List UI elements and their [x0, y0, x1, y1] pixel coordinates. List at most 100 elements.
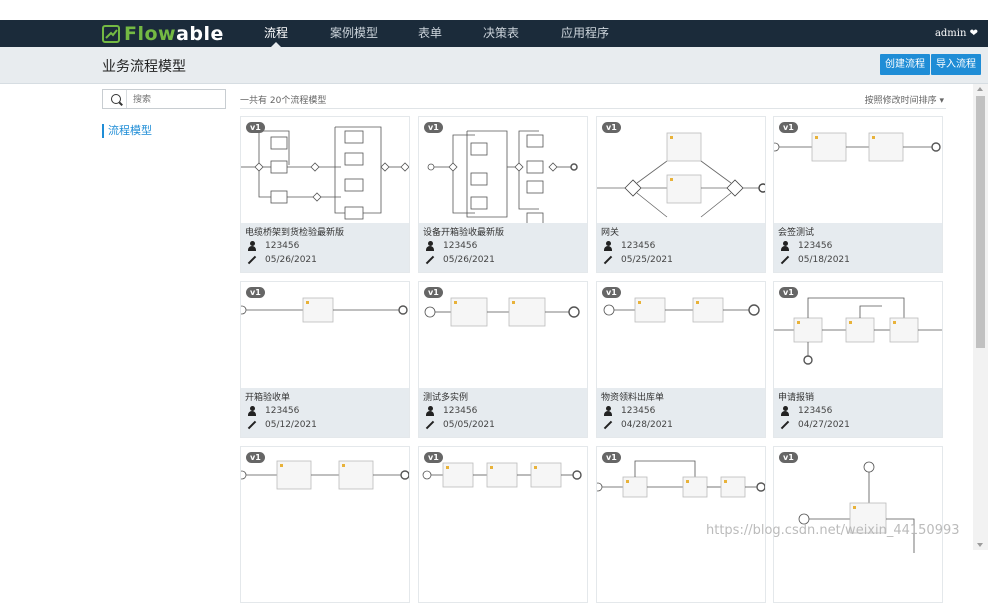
model-card[interactable]: v1 物资领料出库单 123456 04/28/2021 — [596, 281, 766, 438]
model-name: 申请报销 — [778, 393, 815, 403]
user-icon — [603, 241, 613, 251]
user-icon — [603, 406, 613, 416]
pencil-icon — [247, 255, 257, 265]
create-process-button[interactable]: 创建流程 — [880, 54, 930, 75]
chevron-down-icon: ❤ — [969, 28, 978, 39]
model-author: 123456 — [621, 406, 656, 416]
version-badge: v1 — [779, 452, 798, 463]
nav-tab-processes[interactable]: 流程 — [264, 20, 288, 47]
process-diagram-thumbnail — [798, 461, 915, 553]
watermark: https://blog.csdn.net/weixin_44150993 — [706, 523, 960, 538]
page-header: 业务流程模型 创建流程 导入流程 — [0, 47, 988, 84]
nav-tab-forms[interactable]: 表单 — [418, 20, 442, 47]
model-name: 会签测试 — [778, 228, 815, 238]
pencil-icon — [603, 420, 613, 430]
process-diagram-thumbnail — [774, 297, 942, 365]
model-modified-date: 05/12/2021 — [265, 420, 317, 430]
pencil-icon — [780, 420, 790, 430]
top-navbar: Flowable 流程 案例模型 表单 决策表 应用程序 admin ❤ — [0, 20, 988, 47]
user-icon — [425, 241, 435, 251]
import-process-button[interactable]: 导入流程 — [931, 54, 981, 75]
model-modified-date: 05/26/2021 — [443, 255, 495, 265]
version-badge: v1 — [779, 122, 798, 133]
model-name: 物资领料出库单 — [601, 393, 665, 403]
list-divider — [240, 108, 946, 109]
search-box — [102, 89, 226, 109]
search-icon[interactable] — [111, 94, 121, 104]
model-card[interactable]: v1 网关 123456 05/25/2021 — [596, 116, 766, 273]
logo-text: Flowable — [124, 22, 224, 45]
scrollbar-thumb[interactable] — [976, 96, 985, 348]
version-badge: v1 — [779, 287, 798, 298]
nav-tab-label: 表单 — [418, 26, 443, 40]
model-card[interactable]: v1 会签测试 123456 05/18/2021 — [773, 116, 943, 273]
model-count: 一共有 20个流程模型 — [240, 96, 327, 106]
card-info: 设备开箱验收最新版 123456 05/26/2021 — [419, 223, 587, 272]
top-strip — [0, 0, 988, 20]
scroll-up-arrow-icon[interactable] — [977, 87, 983, 91]
user-icon — [780, 406, 790, 416]
model-card[interactable]: v1 设备开箱验收最新版 123456 05/26/2021 — [418, 116, 588, 273]
nav-tab-decision-tables[interactable]: 决策表 — [483, 20, 519, 47]
pencil-icon — [247, 420, 257, 430]
model-author: 123456 — [265, 406, 300, 416]
card-info: 开箱验收单 123456 05/12/2021 — [241, 388, 409, 437]
model-card[interactable]: v1 申请报销 123456 04/27/2021 — [773, 281, 943, 438]
user-icon — [780, 241, 790, 251]
flowable-logo-icon — [102, 24, 120, 43]
model-card[interactable]: v1 — [240, 446, 410, 603]
search-separator — [126, 90, 127, 108]
model-author: 123456 — [798, 241, 833, 251]
process-diagram-thumbnail — [597, 132, 765, 218]
search-input[interactable] — [131, 92, 225, 108]
process-diagram-thumbnail — [603, 297, 760, 323]
nav-tab-apps[interactable]: 应用程序 — [561, 20, 609, 47]
model-name: 电缆桥架到货检验最新版 — [245, 228, 345, 238]
version-badge: v1 — [424, 287, 443, 298]
user-icon — [247, 241, 257, 251]
card-info: 物资领料出库单 123456 04/28/2021 — [597, 388, 765, 437]
version-badge: v1 — [246, 287, 265, 298]
model-card[interactable]: v1 开箱验收单 123456 05/12/2021 — [240, 281, 410, 438]
active-tab-indicator — [271, 42, 281, 47]
card-info: 申请报销 123456 04/27/2021 — [774, 388, 942, 437]
model-card[interactable]: v1 — [418, 446, 588, 603]
sort-dropdown[interactable]: 按照修改时间排序 ▾ — [865, 93, 944, 106]
process-diagram-thumbnail — [427, 130, 578, 223]
process-diagram-thumbnail — [422, 462, 582, 488]
model-card[interactable]: v1 电缆桥架到货检验最新版 123456 05/26/2021 — [240, 116, 410, 273]
model-card[interactable]: v1 测试多实例 123456 05/05/2021 — [418, 281, 588, 438]
pencil-icon — [425, 255, 435, 265]
process-diagram-thumbnail — [241, 460, 409, 490]
model-modified-date: 04/28/2021 — [621, 420, 673, 430]
user-name: admin — [934, 28, 967, 39]
flowable-logo[interactable]: Flowable — [102, 22, 224, 45]
process-diagram-thumbnail — [597, 460, 765, 498]
version-badge: v1 — [246, 452, 265, 463]
model-name: 设备开箱验收最新版 — [423, 228, 505, 238]
nav-tab-label: 决策表 — [483, 26, 520, 40]
process-diagram-thumbnail — [774, 132, 941, 162]
card-info: 测试多实例 123456 05/05/2021 — [419, 388, 587, 437]
model-name: 网关 — [601, 228, 620, 238]
nav-tab-label: 应用程序 — [561, 26, 610, 40]
version-badge: v1 — [424, 452, 443, 463]
user-menu[interactable]: admin ❤ — [935, 20, 978, 47]
version-badge: v1 — [246, 122, 265, 133]
model-name: 开箱验收单 — [245, 393, 291, 403]
nav-tab-label: 案例模型 — [330, 26, 379, 40]
caret-down-icon: ▾ — [939, 96, 944, 106]
pencil-icon — [603, 255, 613, 265]
version-badge: v1 — [602, 452, 621, 463]
sidebar-item-process-models[interactable]: 流程模型 — [102, 124, 152, 138]
model-author: 123456 — [621, 241, 656, 251]
user-icon — [425, 406, 435, 416]
scroll-down-arrow-icon[interactable] — [977, 543, 983, 547]
nav-tab-case-models[interactable]: 案例模型 — [330, 20, 378, 47]
page-title: 业务流程模型 — [102, 59, 186, 75]
version-badge: v1 — [602, 122, 621, 133]
vertical-scrollbar[interactable] — [973, 84, 988, 550]
model-modified-date: 04/27/2021 — [798, 420, 850, 430]
card-info: 会签测试 123456 05/18/2021 — [774, 223, 942, 272]
card-info: 电缆桥架到货检验最新版 123456 05/26/2021 — [241, 223, 409, 272]
